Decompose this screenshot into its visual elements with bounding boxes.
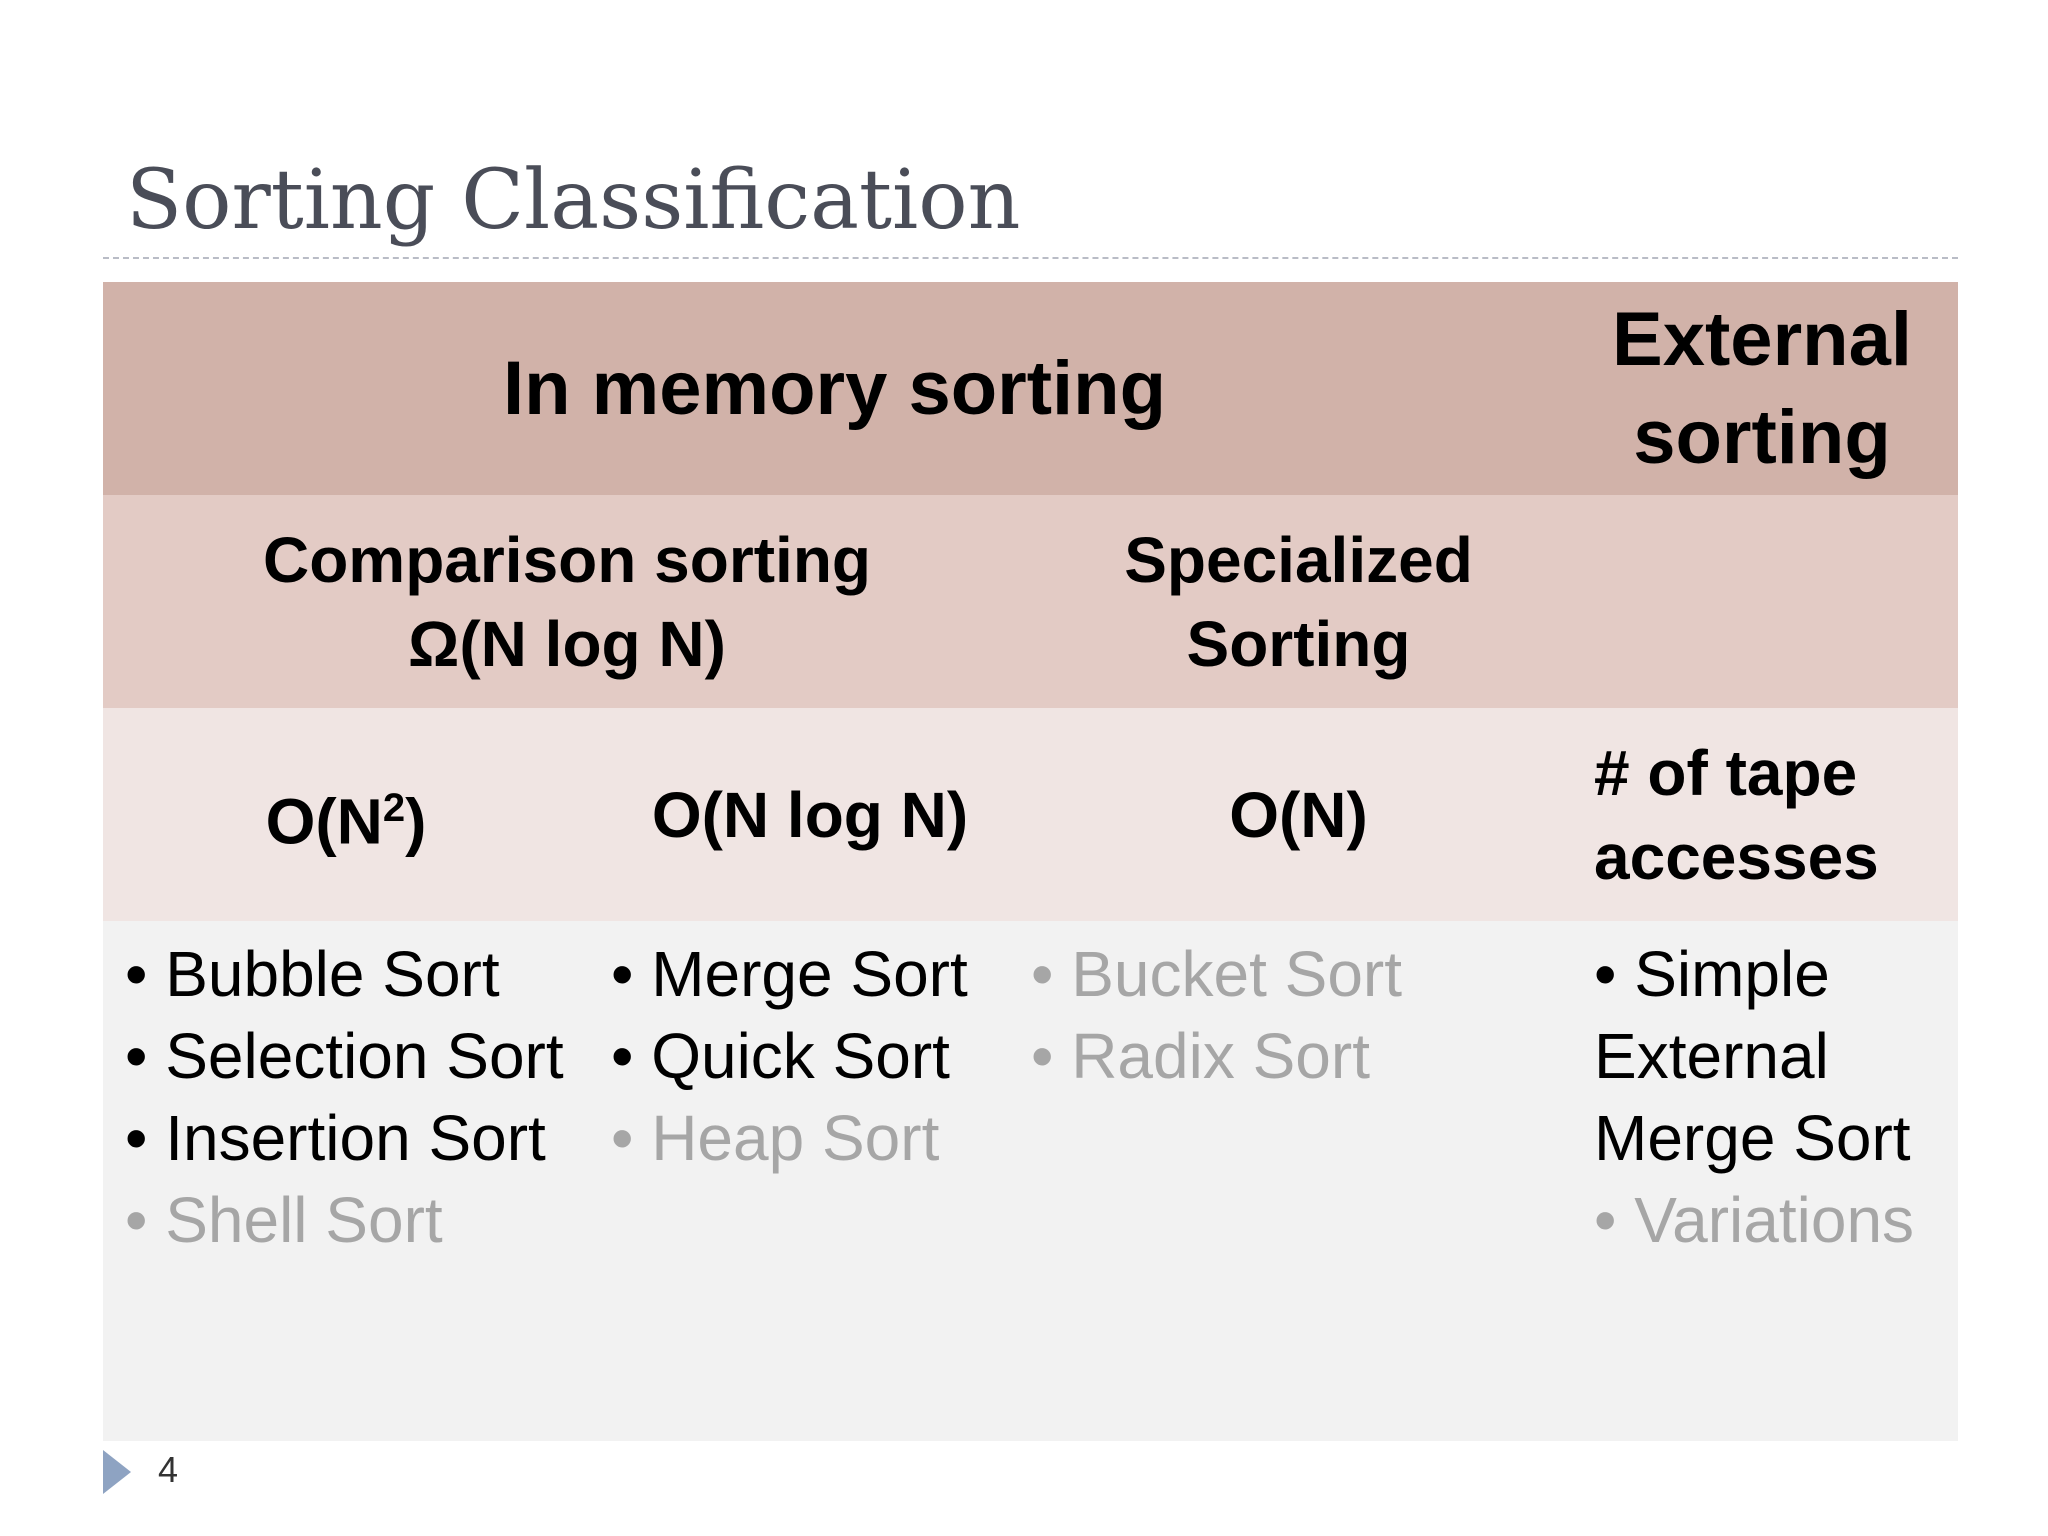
list-item: • Quick Sort (611, 1020, 950, 1092)
specialized-sorting-header: Specialized Sorting (1031, 495, 1566, 708)
in-memory-sorting-header: In memory sorting (103, 282, 1566, 495)
table-row: O(N2) O(N log N) O(N) # of tape accesses (103, 708, 1958, 921)
comparison-sorting-header: Comparison sorting Ω(N log N) (103, 495, 1031, 708)
list-item: • Heap Sort (611, 1102, 940, 1174)
list-item: • Merge Sort (611, 938, 968, 1010)
quadratic-close: ) (405, 785, 427, 858)
list-item: • Variations (1594, 1184, 1915, 1256)
comparison-sorting-label: Comparison sorting (262, 523, 872, 596)
table-row: In memory sorting External sorting (103, 282, 1958, 495)
table-row: • Bubble Sort • Selection Sort • Insertion… (103, 921, 1958, 1441)
list-item: • Simple External Merge Sort (1594, 938, 1911, 1174)
list-item: • Radix Sort (1031, 1020, 1370, 1092)
slide-title: Sorting Classification (126, 153, 1021, 248)
list-item: • Bucket Sort (1031, 938, 1402, 1010)
list-item: • Bubble Sort (125, 938, 500, 1010)
page-number: 4 (158, 1449, 179, 1490)
tape-accesses-header: # of tape accesses (1566, 708, 1958, 921)
table-row: Comparison sorting Ω(N log N) Specialize… (103, 495, 1958, 708)
external-algorithms-list: • Simple External Merge Sort • Variations (1566, 921, 1958, 1261)
nlogn-complexity-header: O(N log N) (589, 708, 1031, 921)
linear-complexity-header: O(N) (1031, 708, 1566, 921)
comparison-sorting-bound: Ω(N log N) (408, 607, 726, 680)
quadratic-exponent: 2 (382, 785, 406, 830)
empty-cell (1566, 495, 1958, 708)
sorting-classification-table: In memory sorting External sorting Compa… (103, 282, 1958, 1441)
list-item: • Selection Sort (125, 1020, 564, 1092)
list-item: • Shell Sort (125, 1184, 443, 1256)
nlogn-algorithms-list: • Merge Sort • Quick Sort • Heap Sort (589, 921, 1031, 1179)
footer-triangle-icon (103, 1450, 131, 1494)
linear-algorithms-list: • Bucket Sort • Radix Sort (1031, 921, 1566, 1097)
title-divider (103, 257, 1958, 259)
external-sorting-header: External sorting (1566, 282, 1958, 495)
quadratic-complexity-header: O(N2) (103, 708, 589, 921)
linear-algorithms-cell: • Bucket Sort • Radix Sort (1031, 921, 1566, 1441)
quadratic-algorithms-cell: • Bubble Sort • Selection Sort • Insertion… (103, 921, 589, 1441)
list-item: • Insertion Sort (125, 1102, 546, 1174)
nlogn-algorithms-cell: • Merge Sort • Quick Sort • Heap Sort (589, 921, 1031, 1441)
external-algorithms-cell: • Simple External Merge Sort • Variations (1566, 921, 1958, 1441)
quadratic-base: O(N (265, 785, 383, 858)
quadratic-algorithms-list: • Bubble Sort • Selection Sort • Insertion… (103, 921, 589, 1261)
